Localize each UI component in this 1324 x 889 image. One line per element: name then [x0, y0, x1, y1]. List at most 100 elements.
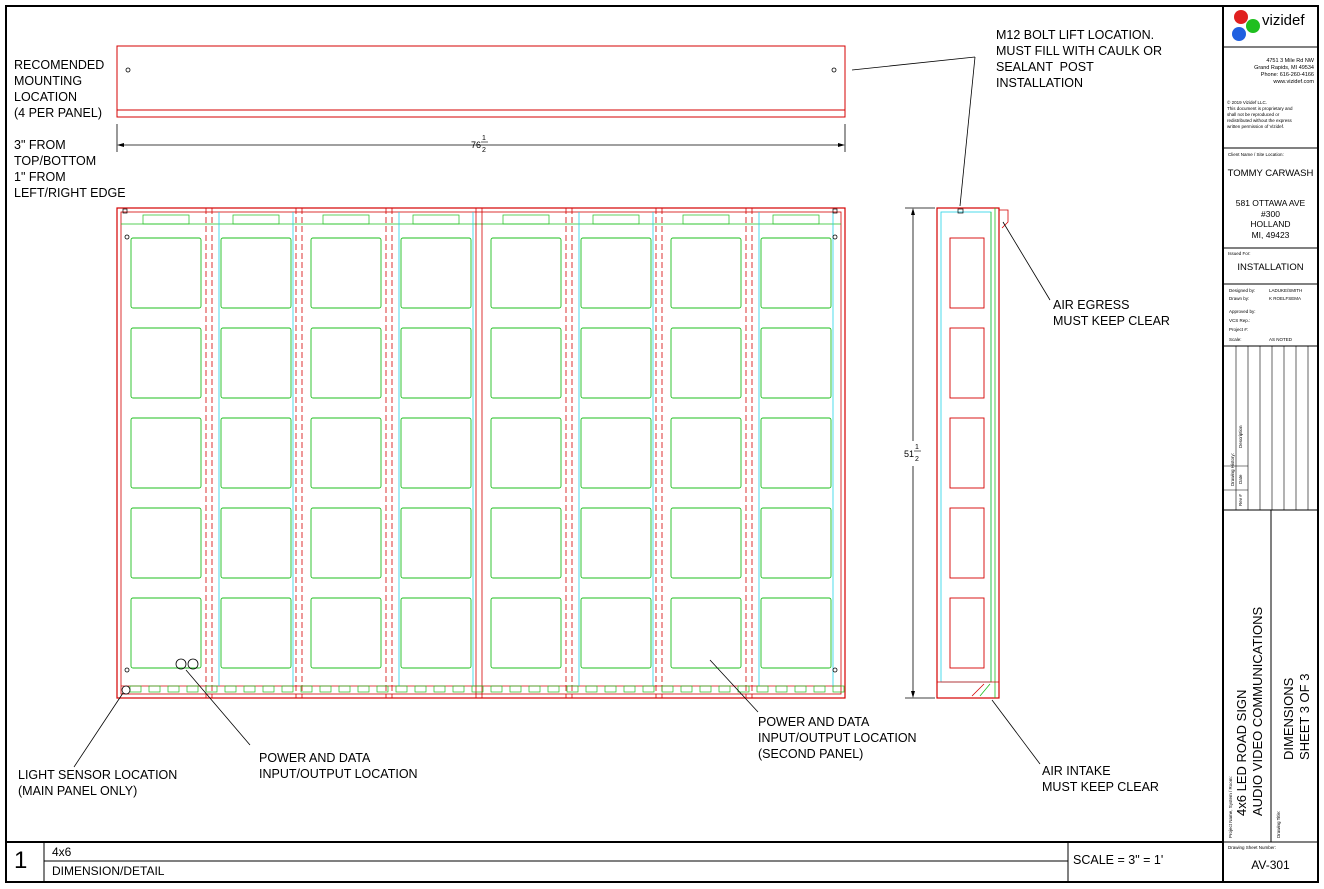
client-label: Client Name / Site Location: — [1228, 152, 1284, 157]
height-dim-num: 1 — [915, 444, 919, 451]
air-egress-label: AIR EGRESS MUST KEEP CLEAR — [1053, 298, 1170, 328]
vent-tab — [642, 685, 655, 693]
height-dimension — [905, 207, 935, 699]
side-module — [949, 237, 985, 309]
vent-tab — [775, 685, 788, 693]
mount-hole — [124, 667, 130, 673]
mount-hole — [832, 234, 838, 240]
top-tab — [502, 214, 550, 225]
vent-tab — [395, 685, 408, 693]
scale-label: SCALE = 3" = 1' — [1073, 853, 1164, 867]
side-module — [949, 597, 985, 669]
led-module — [310, 597, 382, 669]
led-module — [310, 237, 382, 309]
sheet-number: AV-301 — [1251, 858, 1290, 872]
issued-label: Issued For: — [1228, 251, 1251, 256]
vent-tab — [566, 685, 579, 693]
top-tab — [772, 214, 820, 225]
led-module — [580, 327, 652, 399]
vent-tab — [281, 685, 294, 693]
sheet-number-label: Drawing Sheet Number: — [1228, 845, 1277, 850]
power-data-port — [187, 658, 199, 670]
vent-tab — [813, 685, 826, 693]
vent-tab — [186, 685, 199, 693]
vent-tab — [433, 685, 446, 693]
led-module — [580, 417, 652, 489]
width-dim-label: 76 1 2 — [471, 135, 488, 154]
side-view — [936, 207, 1009, 699]
mount-hole — [831, 67, 837, 73]
company-address: 4751 3 Mile Rd NW Grand Rapids, MI 49534… — [1254, 58, 1314, 85]
vent-tab — [661, 685, 674, 693]
height-dim-label: 51 1 2 — [904, 444, 921, 463]
mount-hole — [125, 67, 131, 73]
led-module — [670, 327, 742, 399]
vent-tab — [509, 685, 522, 693]
vent-tab — [585, 685, 598, 693]
led-module — [760, 507, 832, 579]
client-name: TOMMY CARWASH — [1227, 168, 1314, 179]
vent-tab — [528, 685, 541, 693]
top-tab — [592, 214, 640, 225]
desc-col-label: Description — [1238, 425, 1243, 448]
power-data-port — [175, 658, 187, 670]
led-module — [130, 417, 202, 489]
led-module — [220, 417, 292, 489]
vent-tab — [699, 685, 712, 693]
led-module — [490, 237, 562, 309]
vent-tab — [262, 685, 275, 693]
led-module — [400, 237, 472, 309]
bolt-lift-label: M12 BOLT LIFT LOCATION. MUST FILL WITH C… — [996, 28, 1162, 90]
front-view — [116, 207, 846, 699]
detail-title: 4x6 — [52, 845, 72, 859]
led-module — [400, 417, 472, 489]
mount-hole — [124, 234, 130, 240]
vent-tab — [224, 685, 237, 693]
led-module — [220, 507, 292, 579]
designed-value: LADUKE/SMITH — [1269, 288, 1303, 293]
led-module — [670, 507, 742, 579]
side-module — [949, 507, 985, 579]
vent-tab — [205, 685, 218, 693]
vent-tab — [338, 685, 351, 693]
client-address: 581 OTTAWA AVE #300 HOLLAND MI, 49423 — [1235, 198, 1306, 240]
vent-tab — [794, 685, 807, 693]
bolt-lift — [122, 208, 128, 214]
led-module — [490, 507, 562, 579]
drawn-label: Drawn by: — [1229, 296, 1250, 301]
issued-value: INSTALLATION — [1237, 262, 1304, 273]
top-tab — [412, 214, 460, 225]
mount-hole — [832, 667, 838, 673]
drawing-title-label: Drawing Title: — [1276, 810, 1281, 838]
led-module — [220, 237, 292, 309]
led-module — [130, 237, 202, 309]
leader-lines — [73, 56, 1051, 768]
vent-tab — [319, 685, 332, 693]
date-col-label: Date — [1238, 474, 1243, 484]
detail-subtitle: DIMENSION/DETAIL — [52, 864, 165, 878]
led-module — [760, 237, 832, 309]
led-module — [670, 597, 742, 669]
led-module — [760, 597, 832, 669]
top-tab — [232, 214, 280, 225]
led-module — [760, 327, 832, 399]
vent-tab — [300, 685, 313, 693]
led-module — [490, 417, 562, 489]
led-module — [220, 597, 292, 669]
title-block-lines — [1223, 46, 1318, 843]
mounting-offset-label: 3" FROM TOP/BOTTOM 1" FROM LEFT/RIGHT ED… — [14, 138, 126, 200]
led-module — [580, 597, 652, 669]
width-dim-whole: 76 — [471, 140, 481, 150]
led-module — [400, 507, 472, 579]
led-module — [220, 327, 292, 399]
vent-tab — [167, 685, 180, 693]
drawing-history-label: Drawing History: — [1230, 452, 1235, 486]
led-module — [310, 507, 382, 579]
copyright-notice: © 2019 Vizidef LLC. This document is pro… — [1227, 100, 1293, 129]
mounting-location-label: RECOMENDED MOUNTING LOCATION (4 PER PANE… — [14, 58, 105, 120]
power-data-second-label: POWER AND DATA INPUT/OUTPUT LOCATION (SE… — [758, 715, 917, 761]
bolt-lift — [957, 208, 964, 214]
vent-tab — [471, 685, 484, 693]
top-tab — [682, 214, 730, 225]
led-module — [760, 417, 832, 489]
